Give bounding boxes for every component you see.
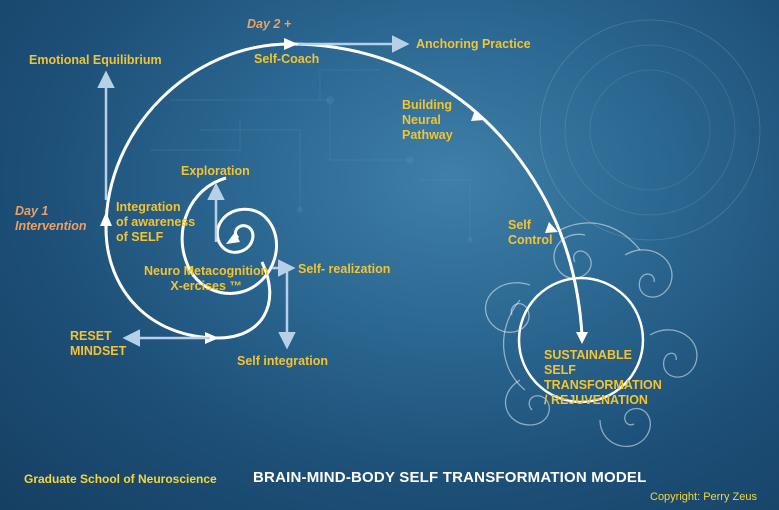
integration-awareness-label: Integration of awareness of SELF [116, 200, 196, 244]
spiral-arrow-mid [545, 222, 558, 233]
spiral-arrow-core [226, 232, 240, 244]
self-coach-label: Self-Coach [254, 52, 320, 66]
day-2-label: Day 2 + [247, 17, 292, 31]
copyright-label: Copyright: Perry Zeus [650, 491, 757, 503]
spiral-arrow-top [284, 38, 298, 50]
outcome-circle [517, 276, 645, 404]
day-1-label: Day 1 Intervention [15, 204, 87, 233]
emotional-equilibrium-label: Emotional Equilibrium [29, 53, 162, 67]
growth-spiral [180, 176, 278, 295]
spiral-arrow-bottom [205, 332, 219, 344]
anchoring-practice-label: Anchoring Practice [416, 37, 531, 51]
circuit-lines [150, 69, 471, 240]
swirl-flourishes [484, 19, 761, 448]
neuro-metacognition-label: Neuro Metacognition X-ercises ™ [144, 264, 269, 293]
organization-label: Graduate School of Neuroscience [24, 472, 217, 486]
reset-mindset-label: RESET MINDSET [70, 329, 127, 358]
exploration-label: Exploration [181, 164, 250, 178]
model-title: BRAIN-MIND-BODY SELF TRANSFORMATION MODE… [253, 469, 647, 486]
spiral-arrow-right [471, 110, 484, 121]
self-integration-label: Self integration [237, 354, 328, 368]
spiral-arrow-end [576, 332, 588, 344]
building-neural-pathway-label: Building Neural Pathway [402, 98, 453, 142]
sustainable-transformation-label: SUSTAINABLE SELF TRANSFORMATION / REJUVE… [544, 348, 662, 407]
spiral-arrow-left [100, 212, 112, 226]
self-control-label: Self Control [508, 218, 553, 247]
circuit-nodes [297, 96, 473, 243]
self-realization-label: Self- realization [298, 262, 391, 276]
